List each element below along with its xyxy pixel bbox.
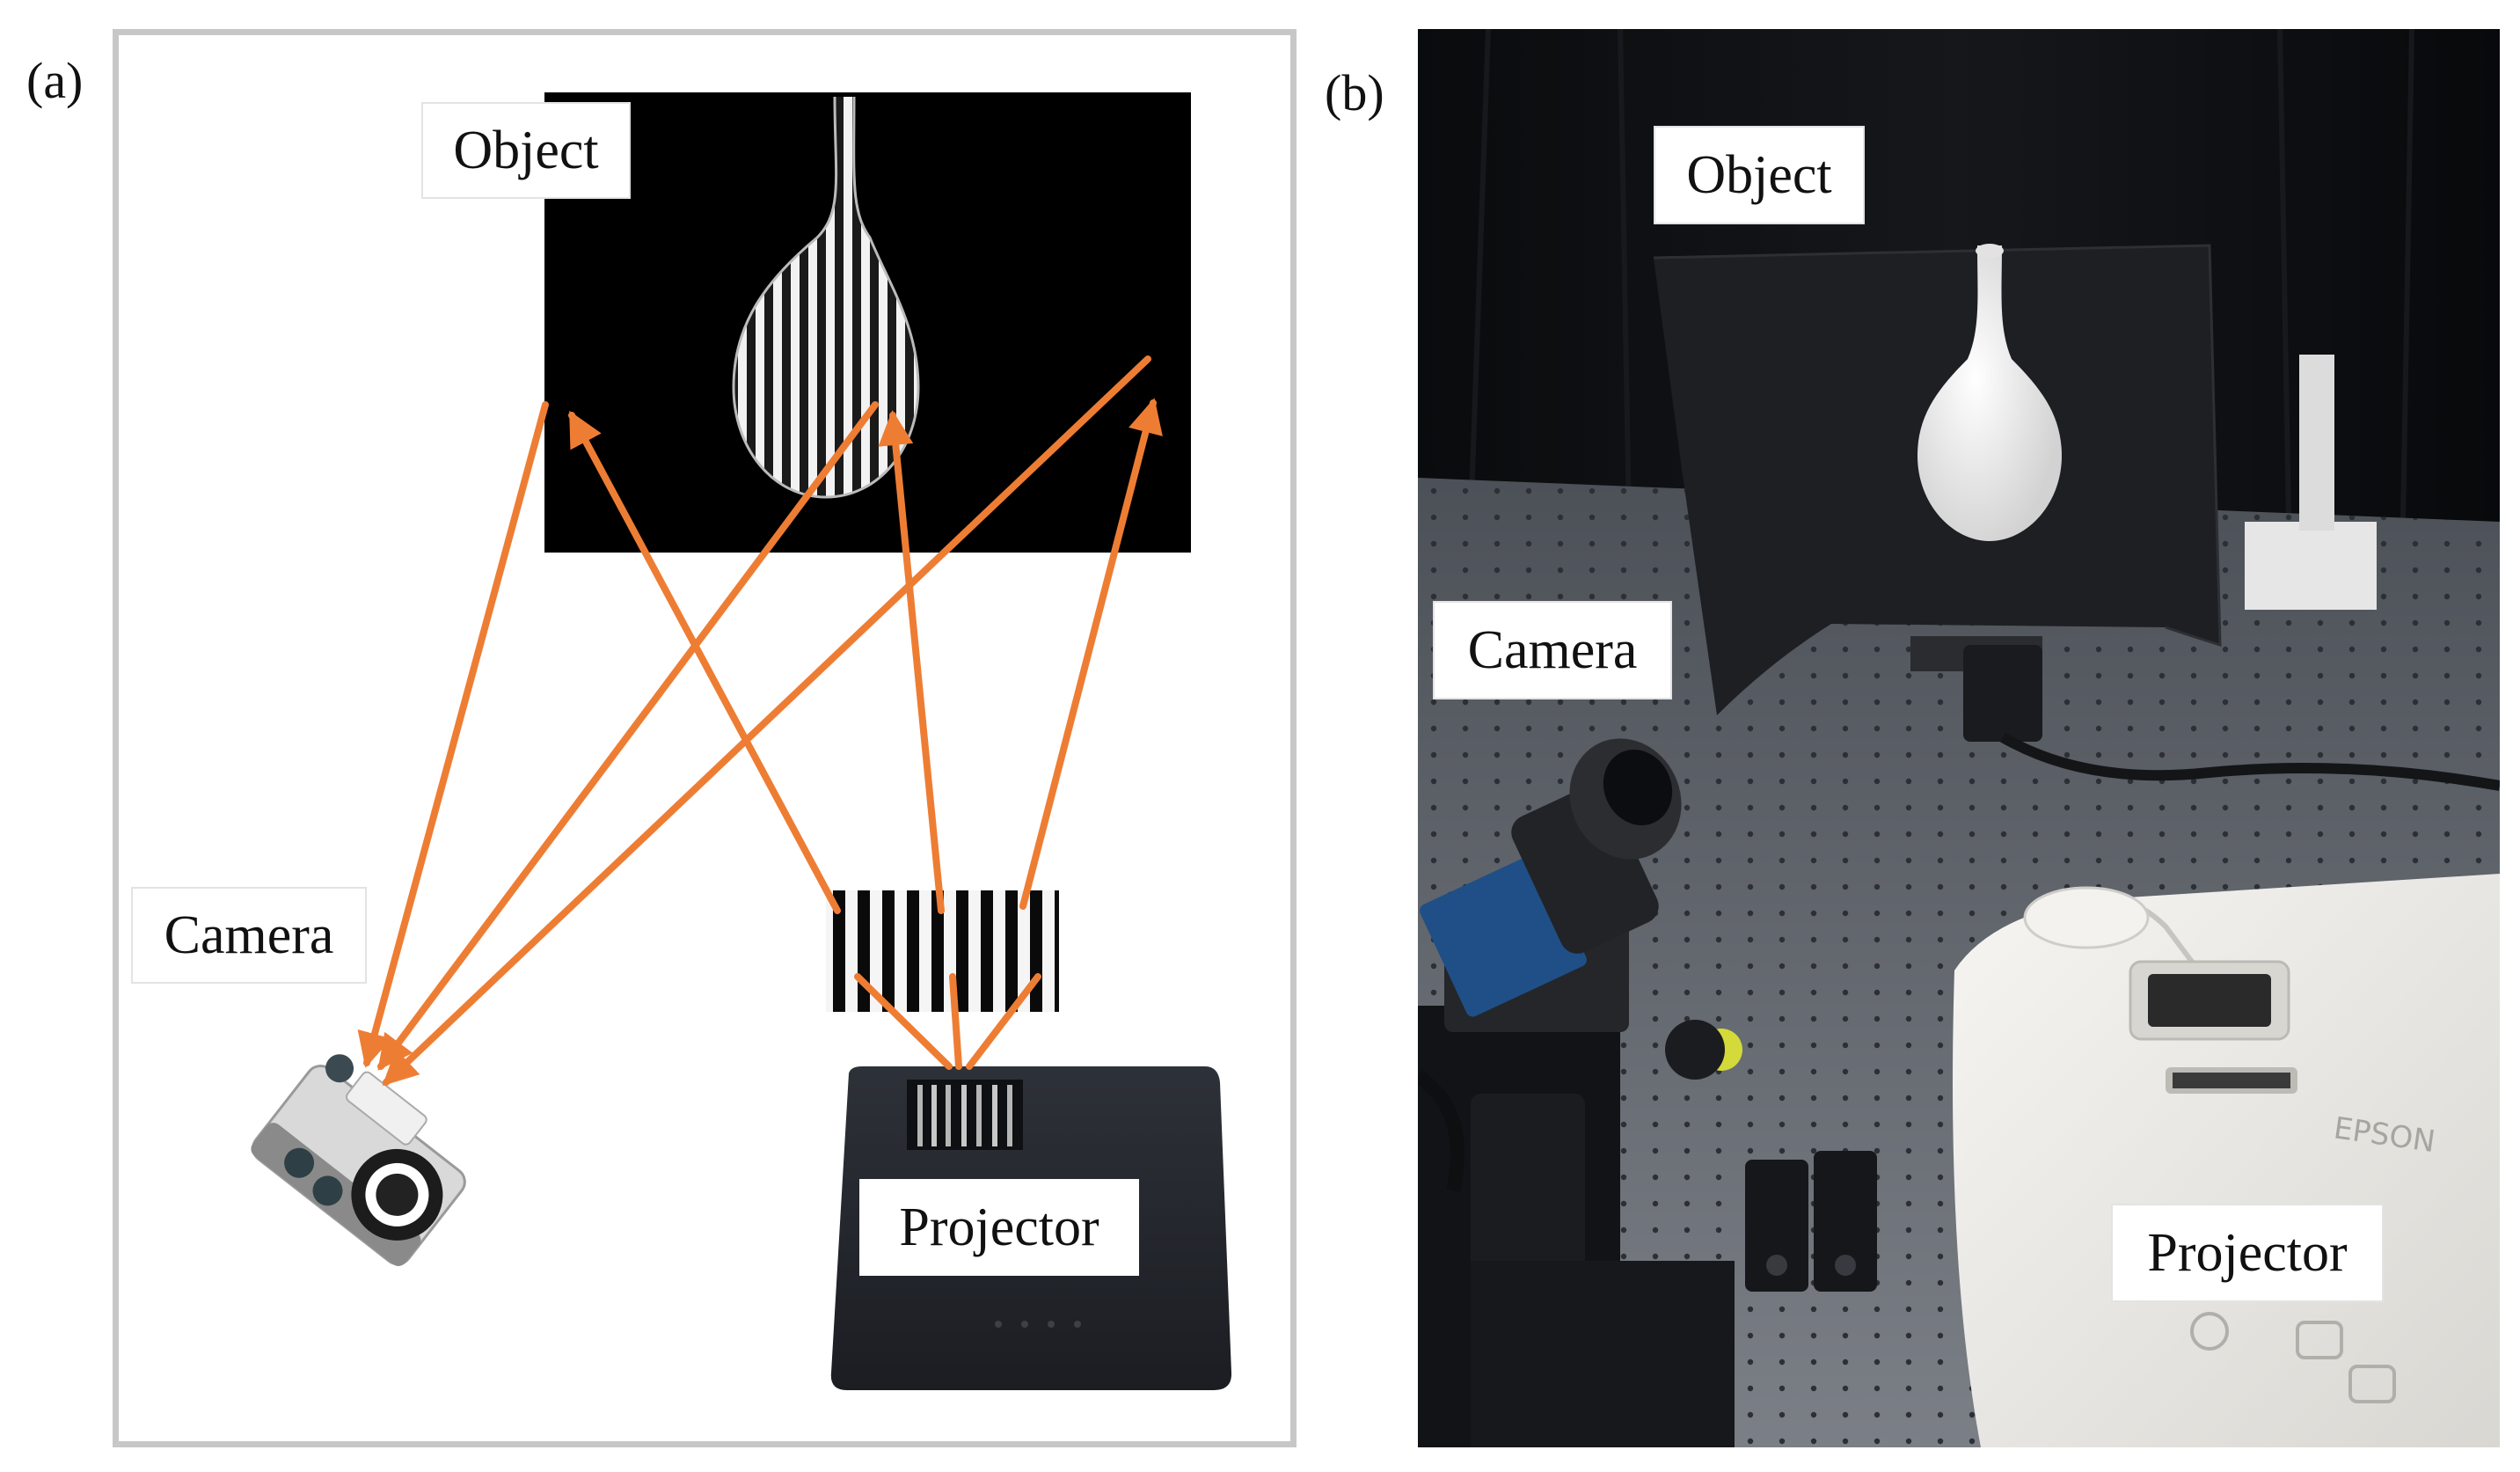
object-image (544, 92, 1191, 553)
figure-tag-b: (b) (1325, 64, 1384, 121)
measurement-camera (1418, 738, 1742, 1447)
ray-projector-fringe-center (949, 973, 962, 1070)
setup-photo: EPSON (1418, 29, 2500, 1447)
ray-object-camera-center (377, 401, 879, 1071)
ray-projector-fringe-right (966, 973, 1041, 1070)
camera-label: Camera (131, 887, 367, 984)
photo-projector-label: Projector (2111, 1204, 2384, 1302)
object-bulb (1917, 244, 2062, 541)
cable (1999, 732, 2500, 791)
small-cameras (1745, 1151, 1877, 1292)
light-rays (357, 355, 1163, 1087)
white-block (2245, 522, 2377, 610)
photo-object-label: Object (1654, 126, 1865, 224)
ray-object-camera-left (357, 401, 549, 1068)
ray-fringe-object-center (878, 410, 945, 914)
object-label: Object (421, 102, 631, 199)
epson-projector: EPSON (1953, 874, 2500, 1447)
projector-label: Projector (859, 1179, 1139, 1276)
photo-camera-label: Camera (1433, 601, 1672, 699)
ray-object-camera-right (382, 355, 1151, 1087)
schematic-panel: Object Camera Projector (113, 29, 1297, 1447)
ray-projector-fringe-left (854, 973, 953, 1070)
camera-icon (251, 1054, 466, 1266)
ray-fringe-object-right (1019, 398, 1163, 910)
figure-tag-a: (a) (26, 52, 84, 109)
ray-fringe-object-left (568, 410, 841, 914)
photo-panel: EPSON Object Camera Projector (1418, 29, 2500, 1447)
